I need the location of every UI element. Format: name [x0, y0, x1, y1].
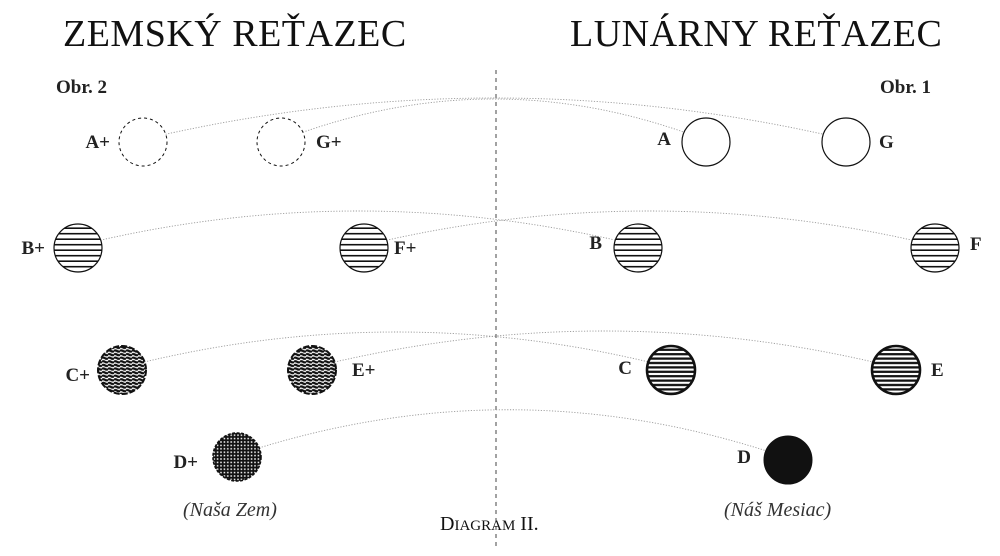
globe-c: C	[618, 344, 697, 396]
globe-b: B	[589, 223, 663, 273]
globe-label-c-plus: C+	[65, 365, 90, 386]
terrestrial-chain-title: ZEMSKÝ REŤAZEC	[63, 13, 407, 55]
globe-shape-c-plus	[97, 345, 147, 395]
globe-label-f-plus: F+	[394, 238, 416, 259]
globe-label-a-plus: A+	[85, 132, 110, 153]
globe-shape-f-plus	[339, 223, 389, 273]
connector-arc-Fplus-F	[369, 210, 930, 245]
globe-label-g-plus: G+	[316, 132, 342, 153]
globe-shape-a-plus	[118, 117, 168, 167]
connector-arc-Aplus-G	[148, 97, 841, 139]
globe-d-plus: D+	[173, 432, 262, 482]
connector-arcs	[83, 97, 930, 457]
figure-2-label: Obr. 2	[56, 77, 107, 98]
globe-f-plus: F+	[339, 223, 416, 273]
connector-arc-Cplus-C	[127, 331, 666, 367]
globe-c-plus: C+	[65, 345, 147, 395]
globe-e: E	[870, 344, 944, 396]
globe-shape-g	[821, 117, 871, 167]
globe-shape-d	[763, 435, 813, 485]
globe-shape-c	[645, 344, 697, 396]
globe-label-g: G	[879, 132, 894, 153]
earth-caption: (Naša Zem)	[183, 499, 277, 521]
diagram-title-initial: D	[440, 513, 454, 535]
globe-shape-d-plus	[212, 432, 262, 482]
globe-a-plus: A+	[85, 117, 168, 167]
globe-label-e: E	[931, 360, 944, 381]
globe-label-d: D	[737, 447, 751, 468]
globe-a: A	[657, 117, 731, 167]
globe-d: D	[737, 435, 813, 485]
globe-g-plus: G+	[256, 117, 342, 167]
globe-label-c: C	[618, 358, 632, 379]
diagram-title-number: II.	[520, 513, 538, 535]
globe-e-plus: E+	[287, 345, 376, 395]
globe-b-plus: B+	[22, 223, 103, 273]
connector-arc-Eplus-E	[317, 330, 891, 367]
globe-shape-a	[681, 117, 731, 167]
diagram-title: DIAGRAM II.	[440, 513, 539, 535]
globe-shape-b-plus	[53, 223, 103, 273]
globe-shape-b	[613, 223, 663, 273]
globe-shape-g-plus	[256, 117, 306, 167]
globe-f: F	[910, 223, 982, 273]
diagram-title-rest: IAGRAM	[454, 518, 515, 534]
globe-shape-e-plus	[287, 345, 337, 395]
chain-nodes: A+ G+ B+ F+ C+ E+ D+ A G B F C E D	[22, 117, 982, 485]
globe-label-a: A	[657, 129, 671, 150]
globe-label-d-plus: D+	[173, 452, 198, 473]
globe-shape-e	[870, 344, 922, 396]
globe-label-b-plus: B+	[22, 238, 46, 259]
globe-label-b: B	[589, 233, 602, 254]
figure-1-label: Obr. 1	[880, 77, 931, 98]
lunar-chain-title: LUNÁRNY REŤAZEC	[570, 13, 942, 55]
moon-caption: (Náš Mesiac)	[724, 499, 832, 521]
globe-shape-f	[910, 223, 960, 273]
globe-g: G	[821, 117, 894, 167]
connector-arc-Dplus-D	[242, 409, 783, 457]
globe-label-f: F	[970, 234, 982, 255]
globe-label-e-plus: E+	[352, 360, 376, 381]
